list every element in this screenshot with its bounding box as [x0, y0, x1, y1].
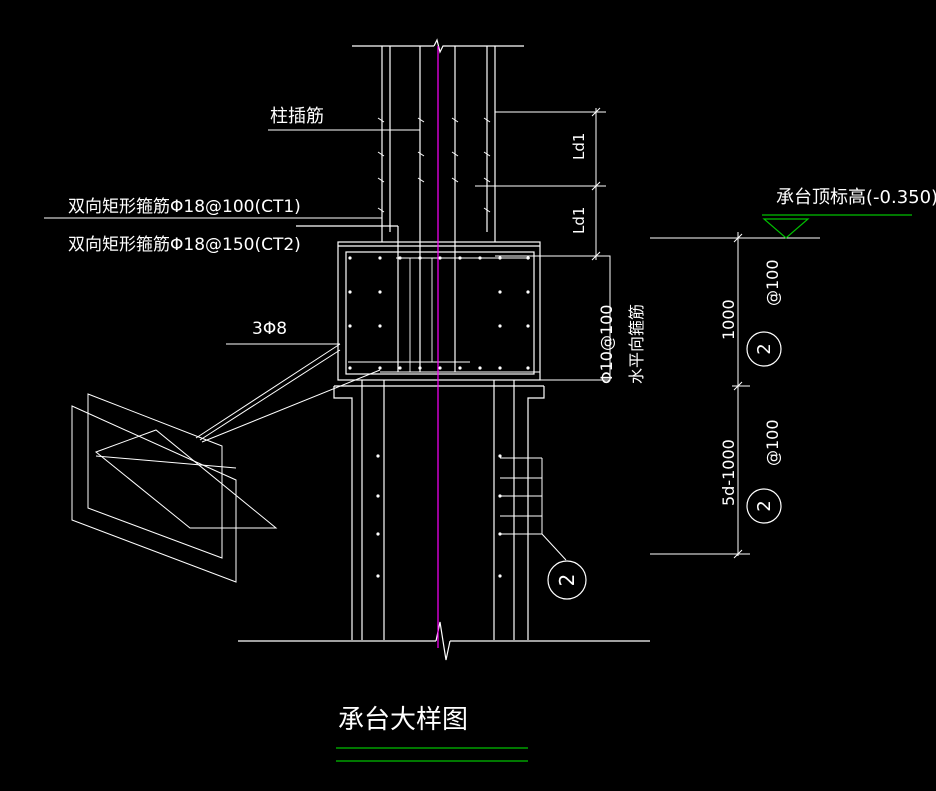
- pile-rebar-dots: [376, 454, 502, 578]
- label-horizontal-hoop: 水平向箍筋: [627, 304, 646, 384]
- label-stirrup-ct1: 双向矩形箍筋Φ18@100(CT1): [68, 197, 301, 217]
- label-ld1-upper: Ld1: [570, 133, 588, 160]
- label-hoop-spacing: Φ10@100: [597, 305, 616, 385]
- level-triangle-icon: [762, 214, 912, 239]
- bubble-lower-number: 2: [754, 500, 775, 511]
- cap-rebar-dots: [348, 256, 530, 370]
- label-stirrup-ct2: 双向矩形箍筋Φ18@150(CT2): [68, 235, 301, 255]
- ld1-dimension: [475, 107, 611, 381]
- cap-stirrup-internal: [348, 257, 540, 373]
- column-rebar-ticks: [377, 117, 491, 213]
- pile-cap-outline: [296, 225, 541, 381]
- detail-bubble-pile: [547, 560, 587, 600]
- drawing-title: 承台大样图: [338, 705, 468, 735]
- column-outline: [352, 38, 524, 372]
- pile-hoop-callout: [500, 457, 567, 561]
- detail-bubble-lower: [746, 488, 782, 524]
- label-column-dowel: 柱插筋: [270, 106, 324, 127]
- detail-bubble-upper: [746, 331, 782, 367]
- label-dim-1000: 1000: [719, 299, 738, 340]
- label-dim-5d-1000: 5d-1000: [719, 439, 738, 506]
- label-3phi8: 3Φ8: [252, 319, 287, 339]
- pile-outline: [333, 380, 545, 640]
- leader-lines: [44, 129, 420, 443]
- label-cap-top-level: 承台顶标高(-0.350): [776, 187, 936, 208]
- label-at100-lower: @100: [763, 419, 782, 466]
- title-underline: [336, 747, 528, 762]
- elevation-dimension: [650, 232, 820, 559]
- bubble-upper-number: 2: [754, 343, 775, 354]
- label-at100-upper: @100: [763, 259, 782, 306]
- label-ld1-lower: Ld1: [570, 207, 588, 234]
- bubble-pile-number: 2: [555, 574, 579, 587]
- stirrup-isometric-sketch: [71, 393, 278, 583]
